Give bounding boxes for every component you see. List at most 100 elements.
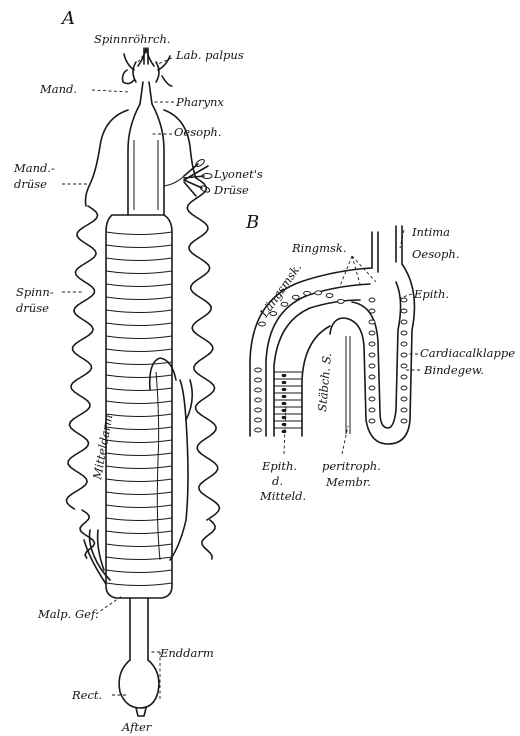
valve-cell xyxy=(401,375,407,379)
midgut-segment xyxy=(106,375,172,378)
label-oesoph: Oesoph. xyxy=(174,125,221,139)
midgut-segment xyxy=(106,336,172,339)
muscle-cell xyxy=(292,295,299,299)
midgut-segment xyxy=(106,505,172,508)
label-spinn-druse-1: Spinn- xyxy=(16,285,54,299)
label-epith-d-3: Mitteld. xyxy=(259,489,306,503)
midgut-segment xyxy=(106,245,172,248)
valve-cell xyxy=(369,342,375,346)
panel-label-a: A xyxy=(60,8,75,29)
figure-a-drawing: A xyxy=(13,8,263,734)
midgut-segment xyxy=(106,427,172,430)
valve-cell xyxy=(369,364,375,368)
valve-cell xyxy=(369,298,375,302)
muscle-cell xyxy=(255,388,262,392)
valve-cell xyxy=(401,353,407,357)
valve-cell xyxy=(369,419,375,423)
cell-nucleus xyxy=(282,395,287,398)
midgut-segment xyxy=(106,479,172,482)
muscle-cell xyxy=(255,408,262,412)
midgut-segment xyxy=(106,466,172,469)
figure-b-drawing: B xyxy=(245,212,515,503)
valve-cell xyxy=(401,364,407,368)
midgut-segment xyxy=(106,570,172,573)
valve-cell xyxy=(401,309,407,313)
label-peritroph-1: peritroph. xyxy=(322,459,381,473)
valve-cell xyxy=(369,320,375,324)
figure-b-leader-lines xyxy=(284,230,420,454)
midgut-segment xyxy=(106,557,172,560)
midgut-segment xyxy=(106,583,172,586)
label-langsmsk: Längsmsk. xyxy=(256,260,304,320)
label-peritroph-2: Membr. xyxy=(325,475,371,489)
muscle-cell xyxy=(255,398,262,402)
label-epith-d-1: Epith. xyxy=(261,459,297,473)
label-enddarm: Enddarm xyxy=(159,646,214,660)
label-lab-palpus: Lab. palpus xyxy=(175,48,244,62)
valve-cell xyxy=(401,419,407,423)
label-malp-gef: Malp. Gef. xyxy=(37,607,98,621)
midgut-segment xyxy=(106,232,172,235)
valve-cell xyxy=(401,298,407,302)
muscle-cell xyxy=(255,428,262,432)
label-mand-druse-1: Mand.- xyxy=(13,161,55,175)
muscle-cell xyxy=(259,322,266,326)
midgut-segment xyxy=(106,440,172,443)
figure-a-labels: Spinnröhrch. Lab. palpus Mand. Pharynx O… xyxy=(13,32,263,734)
cell-nucleus xyxy=(282,388,287,391)
label-cardiacalklappe: Cardiacalklappe xyxy=(420,346,515,360)
label-epith-b: Epith. xyxy=(413,287,449,301)
valve-cell xyxy=(401,408,407,412)
valve-cell xyxy=(401,342,407,346)
muscle-cell xyxy=(281,302,288,306)
label-lyonets-2: Drüse xyxy=(213,183,249,197)
oesophagus xyxy=(128,82,164,215)
cardiac-valve-section xyxy=(250,226,414,444)
label-mand-druse-2: drüse xyxy=(14,177,47,191)
label-pharynx: Pharynx xyxy=(175,95,224,109)
muscle-cell xyxy=(255,378,262,382)
midgut-segment xyxy=(106,401,172,404)
label-spinn-druse-2: drüse xyxy=(16,301,49,315)
muscle-cell xyxy=(255,368,262,372)
midgut-segment xyxy=(106,414,172,417)
midgut-segment xyxy=(106,284,172,287)
label-oesoph-b: Oesoph. xyxy=(412,247,459,261)
label-bindegew: Bindegew. xyxy=(423,363,484,377)
midgut-segment xyxy=(106,271,172,274)
valve-cell xyxy=(401,320,407,324)
midgut-segment xyxy=(106,297,172,300)
cell-nucleus xyxy=(282,423,287,426)
valve-cell xyxy=(401,331,407,335)
silk-glands xyxy=(66,178,219,559)
label-ringmsk: Ringmsk. xyxy=(291,241,347,255)
midgut-segment xyxy=(106,492,172,495)
valve-cell xyxy=(369,397,375,401)
label-epith-d-2: d. xyxy=(272,474,283,488)
midgut-segment xyxy=(106,310,172,313)
midgut-segment xyxy=(106,544,172,547)
label-after: After xyxy=(121,720,153,734)
muscle-cell xyxy=(337,299,344,303)
valve-cell xyxy=(369,408,375,412)
muscle-cell xyxy=(315,291,322,295)
midgut-segment xyxy=(106,531,172,534)
midgut-segment xyxy=(106,323,172,326)
midgut-segment xyxy=(106,362,172,365)
midgut-segment xyxy=(106,388,172,391)
midgut-segment xyxy=(106,518,172,521)
valve-cell xyxy=(401,386,407,390)
spinneret-head xyxy=(123,48,173,86)
valve-cell xyxy=(369,375,375,379)
midgut xyxy=(106,215,172,598)
valve-cell xyxy=(369,309,375,313)
hindgut xyxy=(119,598,159,716)
midgut-segment xyxy=(106,453,172,456)
muscle-cell xyxy=(304,291,311,295)
label-stabch-s: Stäbch. S. xyxy=(315,352,334,412)
figure-b-labels: Intima Oesoph. Ringmsk. Längsmsk. Epith.… xyxy=(256,225,515,503)
label-rect: Rect. xyxy=(71,688,102,702)
cell-nucleus xyxy=(282,374,287,377)
muscle-cell xyxy=(326,294,333,298)
